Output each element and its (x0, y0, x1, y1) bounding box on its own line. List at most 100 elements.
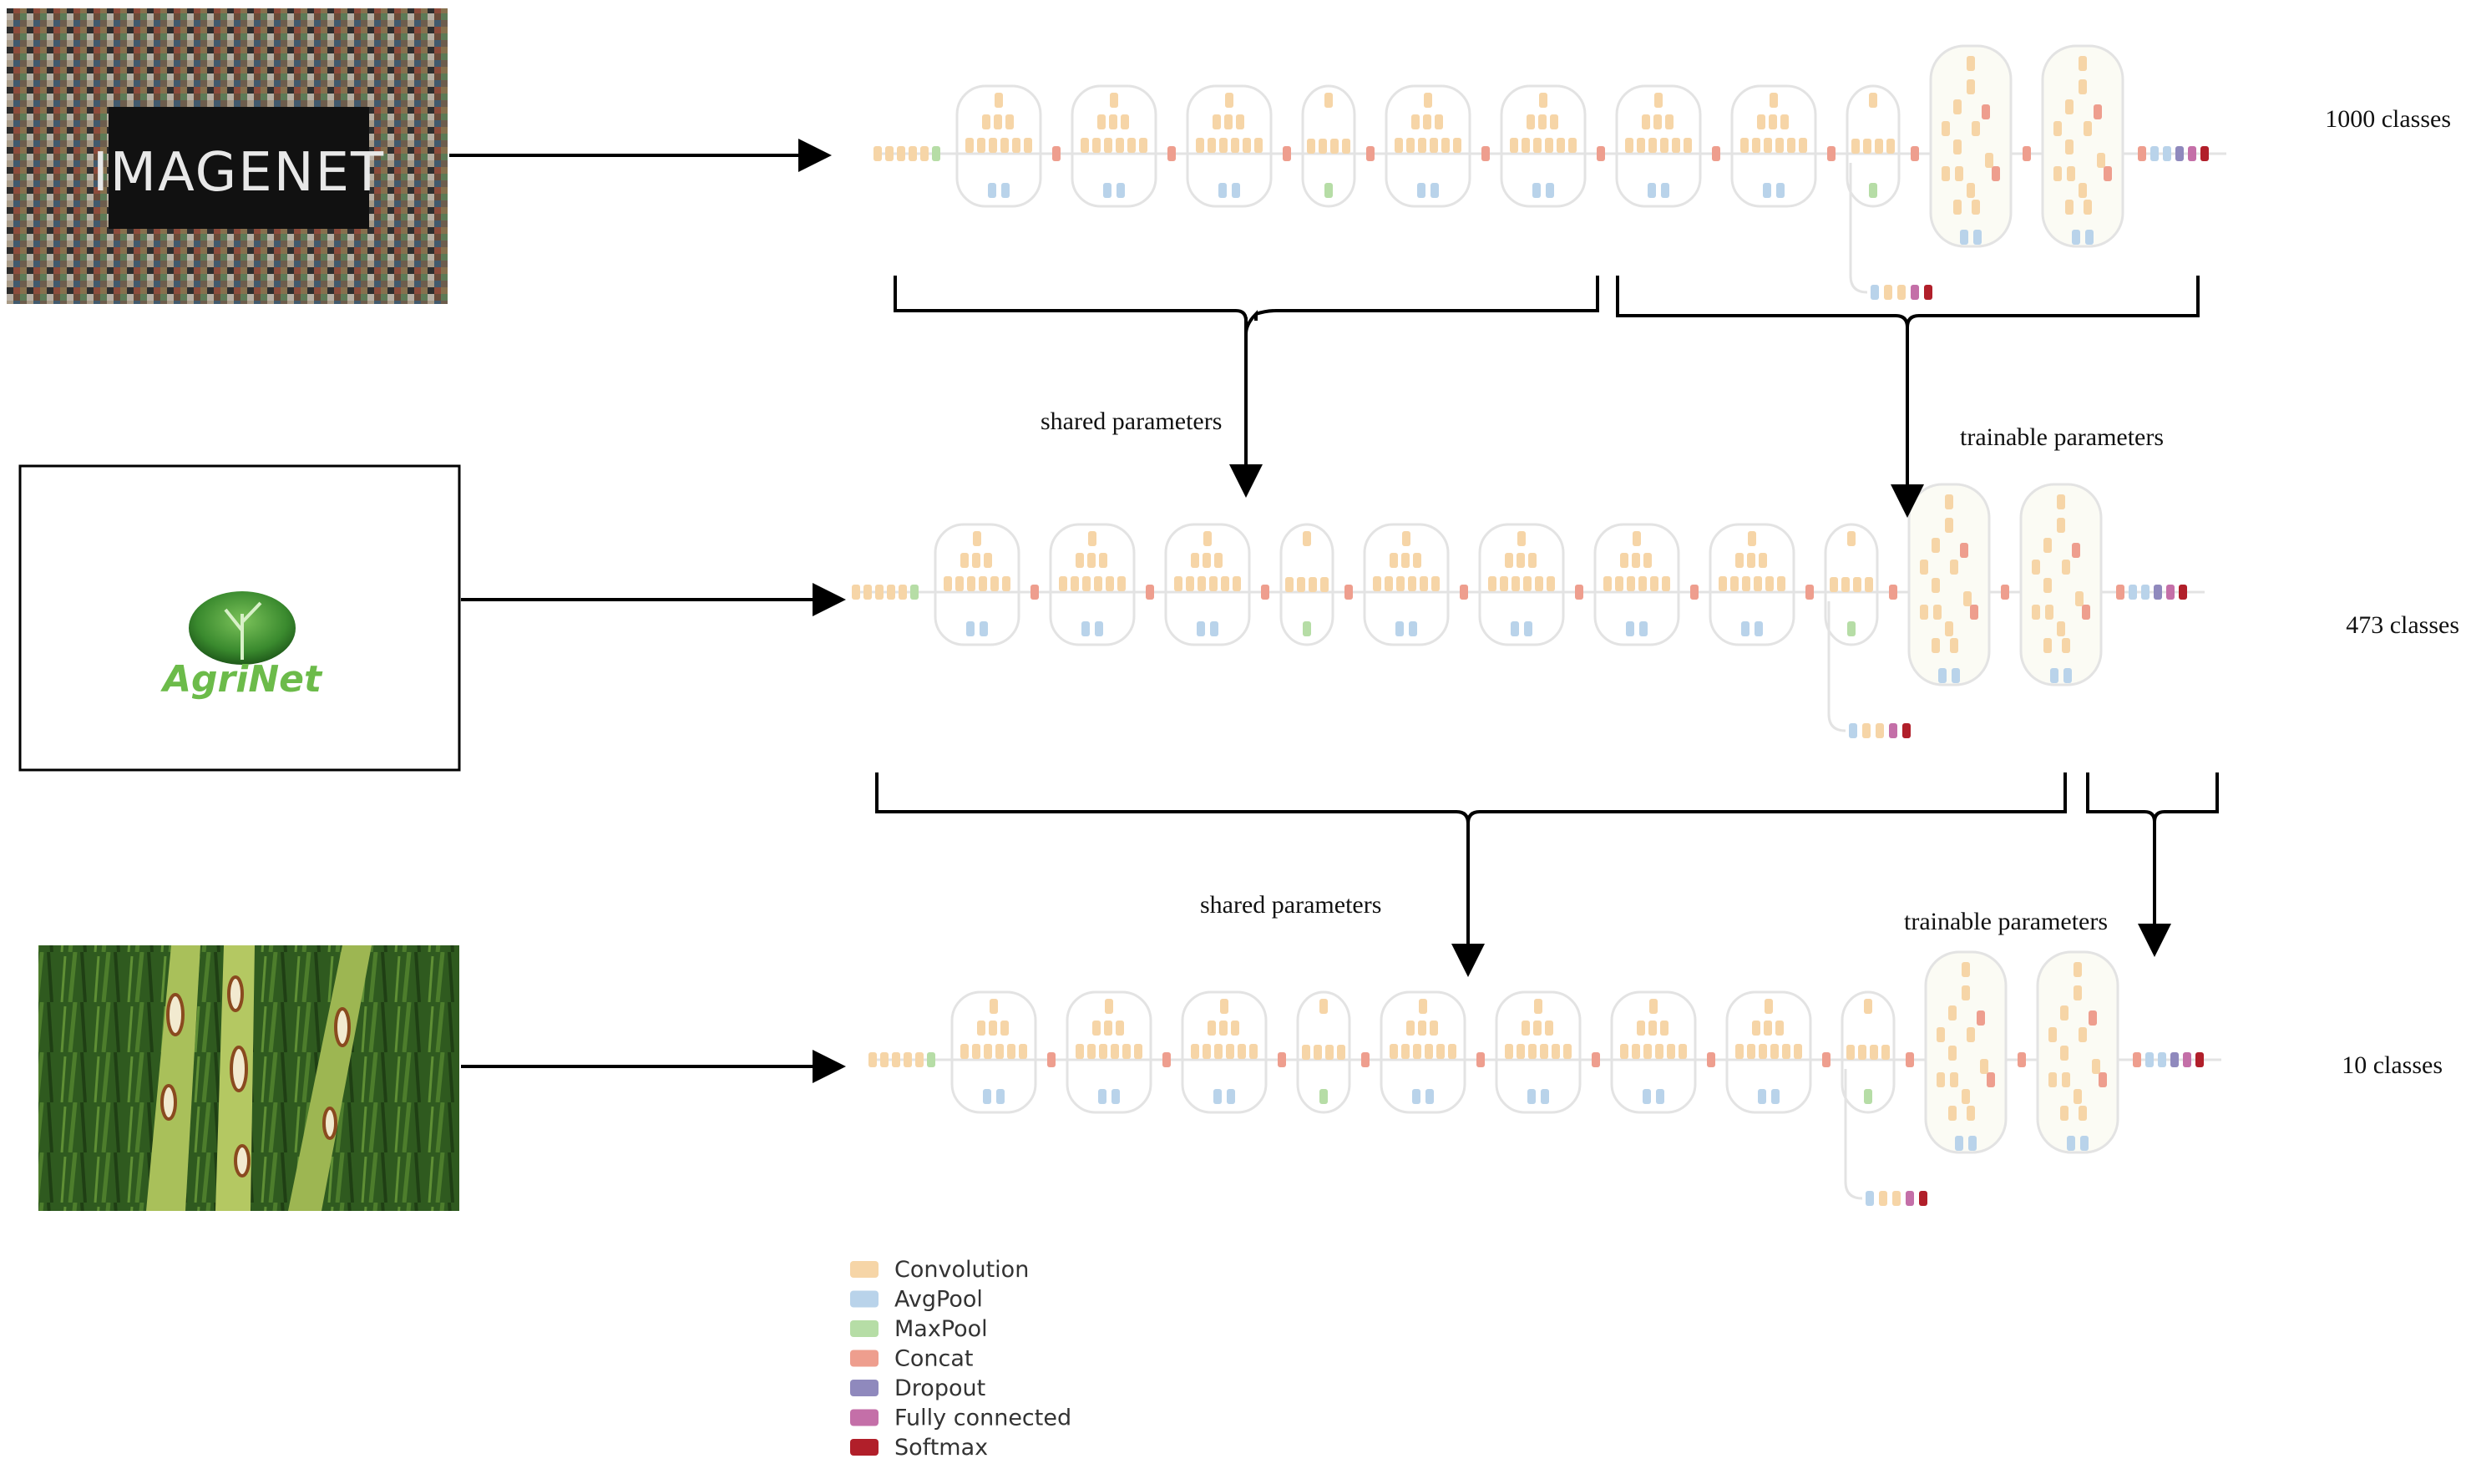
conv-block (1186, 576, 1194, 591)
avgpool-block (1430, 183, 1439, 198)
avgpool-block (1546, 183, 1554, 198)
conv-block (1425, 1044, 1433, 1059)
conv-block (1111, 1044, 1119, 1059)
inception-module (1296, 990, 1351, 1114)
conv-block (1534, 999, 1542, 1014)
conv-block (1679, 1044, 1687, 1059)
conv-block (1413, 553, 1421, 568)
shared-label-2: shared parameters (1200, 891, 1381, 919)
conv-block (2062, 638, 2070, 653)
conv-block (1660, 138, 1668, 153)
conv-block (1552, 1044, 1560, 1059)
conv-block (1099, 553, 1107, 568)
conv-block (1735, 1044, 1744, 1059)
conv-block (1002, 576, 1010, 591)
conv-block (1303, 531, 1311, 546)
inception-module (1824, 523, 1879, 646)
conv-block (1799, 138, 1807, 153)
legend-label-conv: Convolution (894, 1257, 1029, 1283)
conv-block (2062, 1072, 2070, 1087)
inception-module (1610, 990, 1697, 1114)
conv-block (1191, 553, 1199, 568)
conv-block (880, 1052, 889, 1067)
conv-block (1945, 621, 1953, 636)
avgpool-block (1098, 1089, 1106, 1104)
conv-block (1757, 114, 1765, 129)
conv-block (1134, 1044, 1142, 1059)
conv-block (1568, 138, 1577, 153)
concat-block (1460, 585, 1468, 600)
conv-block (1672, 138, 1680, 153)
conv-block (1897, 285, 1906, 300)
conv-block (1430, 1021, 1438, 1036)
conv-block (1863, 139, 1871, 154)
inception-module (1164, 523, 1251, 646)
inception-module (1841, 990, 1896, 1114)
conv-block (1747, 1044, 1755, 1059)
conv-block (984, 1044, 992, 1059)
conv-block (1395, 138, 1403, 153)
concat-block (1597, 146, 1605, 161)
inception-tall-module (2019, 483, 2103, 686)
conv-block (2043, 578, 2052, 593)
conv-block (1667, 1044, 1675, 1059)
conv-block (1435, 114, 1443, 129)
avgpool-block (1643, 1089, 1651, 1104)
conv-block (1319, 139, 1327, 154)
conv-block (1208, 1021, 1216, 1036)
concat-block (1162, 1052, 1171, 1067)
conv-block (1730, 576, 1739, 591)
conv-block (2057, 621, 2065, 636)
conv-block (1418, 1021, 1426, 1036)
agrinet-image: AgriNet (18, 464, 461, 772)
conv-block (2074, 985, 2082, 1000)
conv-block (1453, 138, 1461, 153)
trainable-label-1: trainable parameters (1960, 423, 2164, 451)
inception-module (1615, 84, 1702, 208)
avgpool-block (2163, 146, 2171, 161)
conv-block (1625, 138, 1633, 153)
concat-block (2089, 1010, 2097, 1026)
legend-label-softmax: Softmax (894, 1435, 988, 1461)
inception-module (1730, 84, 1817, 208)
conv-block (915, 1052, 924, 1067)
conv-block (2060, 1046, 2069, 1061)
concat-block (2138, 146, 2146, 161)
inception-module (1385, 84, 1471, 208)
conv-block (1962, 1089, 1970, 1104)
conv-block (1655, 1044, 1663, 1059)
inception-module (1709, 523, 1795, 646)
legend-swatch-dropout (850, 1380, 879, 1396)
conv-block (904, 1052, 912, 1067)
conv-block (1953, 139, 1962, 154)
maxpool-block (910, 585, 919, 600)
conv-block (1233, 576, 1241, 591)
avgpool-block (2158, 1052, 2166, 1067)
maxpool-block (1869, 183, 1877, 198)
avgpool-block (1227, 1089, 1235, 1104)
avgpool-block (1648, 183, 1656, 198)
conv-block (2074, 962, 2082, 977)
avgpool-block (2072, 230, 2080, 245)
inception-tall-module (1907, 483, 1991, 686)
conv-block (1780, 114, 1789, 129)
conv-block (1846, 1045, 1855, 1060)
conv-block (1945, 494, 1953, 509)
conv-block (1527, 114, 1535, 129)
conv-block (1424, 93, 1432, 108)
concat-block (1970, 605, 1978, 620)
conv-block (2067, 166, 2075, 181)
avgpool-block (1111, 1089, 1120, 1104)
concat-block (1707, 1052, 1715, 1067)
conv-block (1088, 531, 1096, 546)
avgpool-block (2050, 668, 2058, 683)
conv-block (1307, 139, 1315, 154)
conv-block (995, 1044, 1004, 1059)
avgpool-block (1541, 1089, 1549, 1104)
conv-block (2084, 200, 2092, 215)
softmax-block (1902, 723, 1911, 738)
conv-block (897, 146, 905, 161)
inception-module (1846, 84, 1901, 208)
fc-block (2183, 1052, 2191, 1067)
conv-block (977, 138, 985, 153)
